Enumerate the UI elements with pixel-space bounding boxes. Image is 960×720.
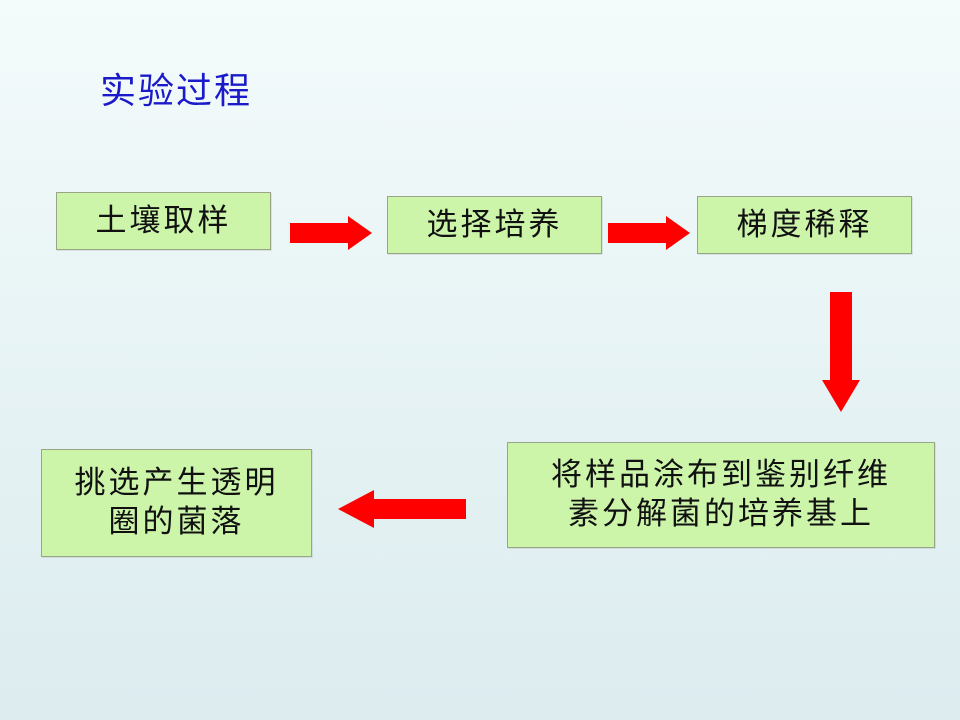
arrow-right-2 [608, 216, 690, 250]
step-selective-culture: 选择培养 [387, 196, 602, 254]
step-select-colonies-line1: 挑选产生透明 [74, 465, 279, 502]
page-title: 实验过程 [100, 71, 253, 112]
arrow-left [338, 490, 466, 528]
step-gradient-dilution: 梯度稀释 [697, 196, 912, 254]
step-select-colonies: 挑选产生透明 圈的菌落 [41, 449, 312, 557]
step-soil-sampling: 土壤取样 [56, 192, 271, 250]
step-select-colonies-line2: 圈的菌落 [108, 504, 245, 540]
step-plate-spreading-line1: 将样品涂布到鉴别纤维 [551, 457, 891, 494]
step-gradient-dilution-label: 梯度稀释 [736, 206, 873, 243]
arrow-right-1 [290, 216, 372, 250]
step-plate-spreading-line2: 素分解菌的培养基上 [568, 496, 874, 532]
step-plate-spreading: 将样品涂布到鉴别纤维 素分解菌的培养基上 [507, 442, 935, 548]
step-selective-culture-label: 选择培养 [426, 206, 563, 243]
step-soil-sampling-label: 土壤取样 [95, 202, 232, 239]
arrow-down [822, 292, 860, 412]
